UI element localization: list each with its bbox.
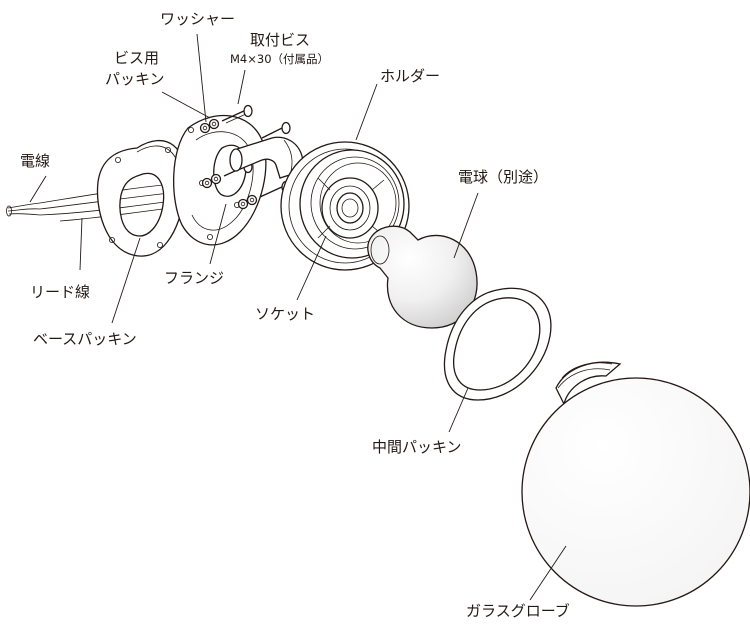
washers (199, 122, 249, 210)
label-screw-packing-line2: パッキン (105, 70, 165, 88)
label-screw-packing-line1: ビス用 (114, 49, 159, 67)
label-lead-wire: リード線 (30, 283, 90, 301)
label-holder: ホルダー (380, 67, 440, 85)
label-bulb: 電球（別途） (458, 168, 548, 186)
labels: ワッシャー 取付ビス M4×30（付属品） ビス用 パッキン ホルダー 電線 電… (20, 10, 570, 620)
label-screw: 取付ビス (250, 31, 310, 49)
label-base-packing: ベースパッキン (33, 330, 137, 348)
leader-lines (29, 33, 567, 601)
label-middle-packing: 中間パッキン (372, 438, 462, 456)
screw-packings (208, 118, 258, 206)
label-electric-wire: 電線 (20, 152, 50, 170)
label-flange: フランジ (164, 269, 224, 287)
label-socket: ソケット (255, 305, 315, 323)
socket (317, 177, 385, 239)
base-packing (96, 139, 187, 257)
glass-globe (521, 361, 750, 607)
label-screw-spec: M4×30（付属品） (230, 52, 329, 66)
electric-wire (6, 202, 41, 217)
bulb (367, 225, 478, 329)
label-glass-globe: ガラスグローブ (466, 602, 570, 620)
label-washer: ワッシャー (160, 10, 235, 28)
middle-packing (443, 287, 552, 401)
